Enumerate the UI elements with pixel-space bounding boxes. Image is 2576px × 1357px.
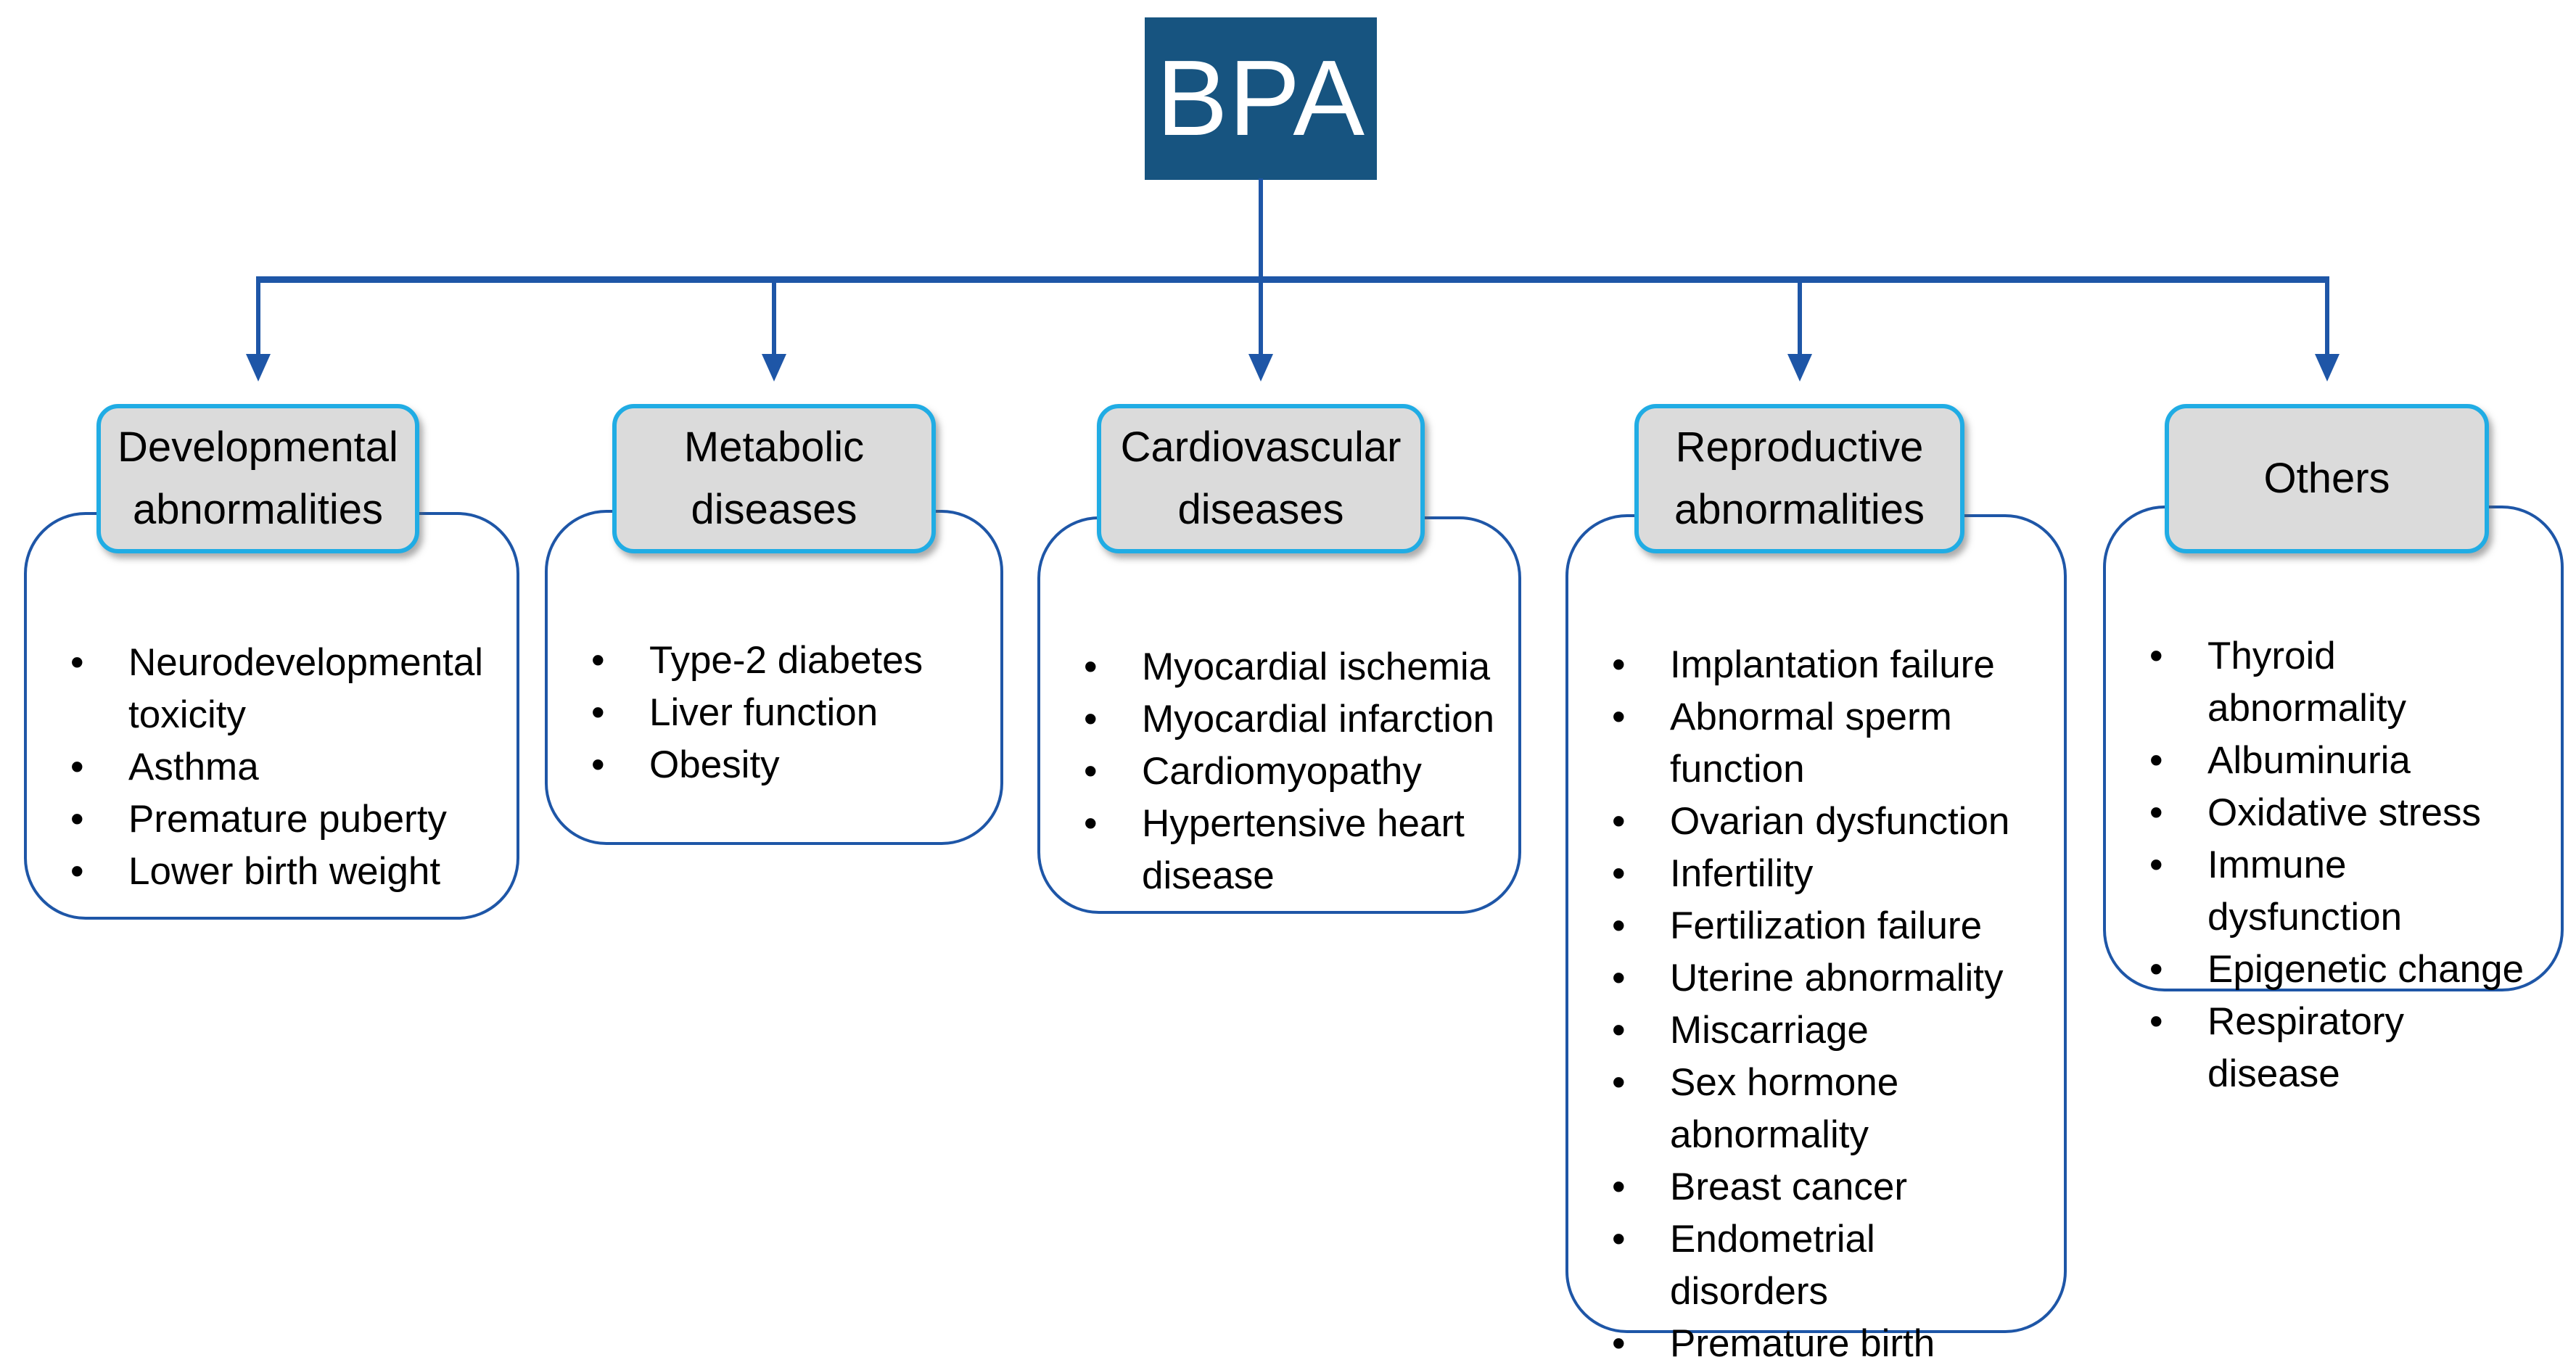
list-item: Oxidative stress xyxy=(2106,787,2539,839)
category-items-box: Implantation failureAbnormal sperm funct… xyxy=(1565,514,2067,1357)
list-item: Cardiomyopathy xyxy=(1040,746,1497,798)
category-header: Metabolic diseases xyxy=(612,404,936,553)
root-label: BPA xyxy=(1156,38,1366,158)
list-item: Type-2 diabetes xyxy=(548,635,979,687)
list-item: Asthma xyxy=(27,741,495,793)
connector-drop xyxy=(256,281,260,357)
connector-drop xyxy=(2325,281,2329,357)
list-item: Lower birth weight xyxy=(27,846,495,898)
connector-drop xyxy=(1798,281,1802,357)
connector-drop xyxy=(772,281,776,357)
list-item: Implantation failure xyxy=(1568,639,2042,691)
category-title: Reproductive abnormalities xyxy=(1674,424,1925,533)
list-item: Sex hormone abnormality xyxy=(1568,1057,2042,1161)
category-title: Metabolic diseases xyxy=(683,424,865,533)
list-item: Premature birth xyxy=(1568,1318,2042,1357)
category-header: Cardiovascular diseases xyxy=(1097,404,1425,553)
category-items-box: Myocardial ischemiaMyocardial infarction… xyxy=(1037,516,1521,914)
list-item: Ovarian dysfunction xyxy=(1568,796,2042,848)
connector-drop xyxy=(1259,281,1263,357)
list-item: Myocardial infarction xyxy=(1040,693,1497,746)
bullet-list: Type-2 diabetesLiver functionObesity xyxy=(548,513,1000,791)
category-items-box: Neurodevelopmental toxicityAsthmaPrematu… xyxy=(24,512,519,920)
list-item: Thyroid abnormality xyxy=(2106,630,2539,735)
arrow-down-icon xyxy=(1787,354,1812,381)
arrow-down-icon xyxy=(1248,354,1273,381)
category-header: Developmental abnormalities xyxy=(96,404,419,553)
category-items-box: Type-2 diabetesLiver functionObesity xyxy=(545,510,1003,845)
category-title: Cardiovascular diseases xyxy=(1120,424,1402,533)
list-item: Premature puberty xyxy=(27,793,495,846)
list-item: Liver function xyxy=(548,687,979,739)
arrow-down-icon xyxy=(2315,354,2340,381)
bullet-list: Myocardial ischemiaMyocardial infarction… xyxy=(1040,519,1518,902)
category-items-box: Thyroid abnormalityAlbuminuriaOxidative … xyxy=(2103,506,2564,1095)
list-item: Albuminuria xyxy=(2106,735,2539,787)
list-item: Abnormal sperm function xyxy=(1568,691,2042,796)
bullet-list: Implantation failureAbnormal sperm funct… xyxy=(1568,517,2064,1357)
category-title: Others xyxy=(2263,455,2390,502)
arrow-down-icon xyxy=(246,354,271,381)
arrow-down-icon xyxy=(762,354,786,381)
list-item: Immune dysfunction xyxy=(2106,839,2539,944)
bullet-list: Thyroid abnormalityAlbuminuriaOxidative … xyxy=(2106,508,2561,1100)
list-item: Epigenetic change xyxy=(2106,944,2539,996)
list-item: Obesity xyxy=(548,739,979,791)
list-item: Fertilization failure xyxy=(1568,900,2042,952)
list-item: Infertility xyxy=(1568,848,2042,900)
connector-horizontal-line xyxy=(256,276,2329,283)
list-item: Hypertensive heart disease xyxy=(1040,798,1497,902)
root-node-bpa: BPA xyxy=(1145,17,1377,180)
list-item: Breast cancer xyxy=(1568,1161,2042,1213)
list-item: Uterine abnormality xyxy=(1568,952,2042,1005)
connector-stem xyxy=(1259,178,1263,279)
category-header: Reproductive abnormalities xyxy=(1634,404,1964,553)
bullet-list: Neurodevelopmental toxicityAsthmaPrematu… xyxy=(27,515,517,898)
list-item: Respiratory disease xyxy=(2106,996,2539,1100)
list-item: Neurodevelopmental toxicity xyxy=(27,637,495,741)
list-item: Miscarriage xyxy=(1568,1005,2042,1057)
category-title: Developmental abnormalities xyxy=(118,424,398,533)
list-item: Myocardial ischemia xyxy=(1040,641,1497,693)
list-item: Endometrial disorders xyxy=(1568,1213,2042,1318)
category-header: Others xyxy=(2165,404,2489,553)
